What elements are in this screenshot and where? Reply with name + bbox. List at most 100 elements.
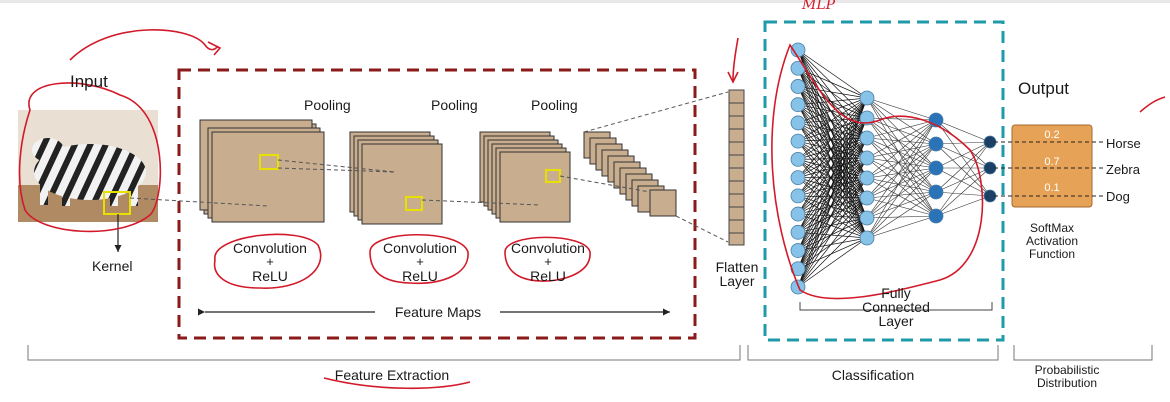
connection-line — [866, 191, 937, 239]
connection-line — [866, 191, 937, 199]
section-brackets — [27, 345, 1153, 361]
connection-line — [797, 195, 868, 199]
connection-line — [797, 159, 868, 179]
connection-line — [797, 195, 868, 219]
mlp-neurons — [790, 42, 997, 295]
softmax-line-3: Function — [1028, 247, 1076, 261]
softmax-box — [1011, 124, 1093, 208]
connection-line — [797, 177, 868, 288]
neuron-node — [859, 210, 875, 226]
neuron-node — [859, 110, 875, 126]
connection-line — [866, 117, 937, 145]
connection-line — [866, 177, 937, 217]
probabilistic-distribution-label: Probabilistic Distribution — [1035, 364, 1100, 390]
prob-horse: 0.2 — [1044, 129, 1060, 141]
connection-line — [866, 215, 937, 239]
softmax-line-2: Activation — [1025, 234, 1079, 248]
connection-line — [797, 137, 868, 178]
connection-line — [935, 167, 991, 217]
fc-line-3: Layer — [878, 313, 914, 329]
connection-line — [797, 122, 868, 139]
kernel-label: Kernel — [92, 258, 133, 274]
pooling-label-1: Pooling — [304, 97, 351, 113]
connection-line — [797, 122, 868, 199]
connection-line — [797, 97, 868, 197]
connection-line — [797, 157, 868, 233]
connection-line — [866, 119, 937, 219]
conv-relu-label-2: Convolution + ReLU — [383, 240, 457, 284]
connection-line — [797, 197, 868, 288]
connection-line — [866, 119, 937, 239]
prob-dog: 0.1 — [1044, 182, 1060, 194]
projection-lines — [129, 91, 729, 243]
connection-line — [797, 157, 868, 160]
neuron-node — [859, 230, 875, 246]
neuron-node — [790, 133, 806, 149]
connection-line — [797, 237, 868, 251]
connection-line — [797, 137, 868, 251]
fc-layer-label: Fully Connected Layer — [862, 286, 930, 328]
relu-line: ReLU — [402, 268, 438, 284]
neuron-node — [859, 190, 875, 206]
connection-line — [797, 237, 868, 288]
connection-line — [797, 213, 868, 239]
neuron-node — [928, 160, 944, 176]
connection-line — [797, 140, 868, 219]
connection-line — [797, 117, 868, 215]
connection-line — [797, 197, 868, 270]
connection-line — [797, 197, 868, 251]
flatten-layer — [728, 89, 745, 246]
connection-line — [797, 122, 868, 159]
connection-line — [797, 231, 868, 239]
connection-line — [797, 177, 868, 239]
connection-line — [797, 217, 868, 233]
conv-relu-label-3: Convolution + ReLU — [511, 240, 585, 284]
connection-line — [797, 117, 868, 288]
neuron-node — [859, 90, 875, 106]
connection-line — [797, 117, 868, 233]
softmax-line-1: SoftMax — [1029, 221, 1074, 235]
relu-line: ReLU — [252, 268, 288, 284]
neuron-node — [790, 115, 806, 131]
connection-line — [866, 191, 937, 219]
connection-line — [797, 117, 868, 197]
connection-line — [797, 195, 868, 239]
connection-line — [866, 143, 937, 239]
connection-line — [797, 157, 868, 251]
neuron-node — [790, 60, 806, 76]
neuron-node — [928, 184, 944, 200]
prob-zebra: 0.7 — [1044, 156, 1060, 168]
connection-line — [797, 86, 868, 99]
neuron-node — [859, 170, 875, 186]
conv-plus: + — [416, 254, 424, 269]
conv-plus: + — [266, 254, 274, 269]
feature-maps-label: Feature Maps — [394, 304, 482, 320]
connection-line — [797, 237, 868, 270]
connection-line — [935, 195, 991, 217]
input-label: Input — [70, 72, 108, 91]
connection-line — [797, 213, 868, 219]
connection-line — [797, 159, 868, 219]
class-dog: Dog — [1106, 189, 1130, 204]
connection-line — [797, 137, 868, 197]
pooled-stack — [583, 131, 677, 217]
connection-line — [797, 104, 868, 239]
flatten-line-1: Flatten — [715, 259, 759, 275]
class-horse: Horse — [1106, 136, 1141, 151]
connection-line — [797, 140, 868, 179]
connection-line — [866, 119, 937, 159]
conv-line: Convolution — [383, 240, 457, 256]
connection-line — [935, 141, 991, 217]
connection-line — [797, 177, 868, 215]
feature-extraction-label: Feature Extraction — [334, 367, 450, 383]
connection-line — [866, 167, 937, 199]
conv-relu-label-1: Convolution + ReLU — [233, 240, 307, 284]
neuron-node — [790, 170, 806, 186]
connection-line — [797, 122, 868, 179]
connection-line — [935, 143, 991, 169]
connection-line — [866, 167, 937, 219]
connection-line — [797, 104, 868, 139]
connection-line — [866, 137, 937, 193]
connection-line — [935, 141, 991, 169]
